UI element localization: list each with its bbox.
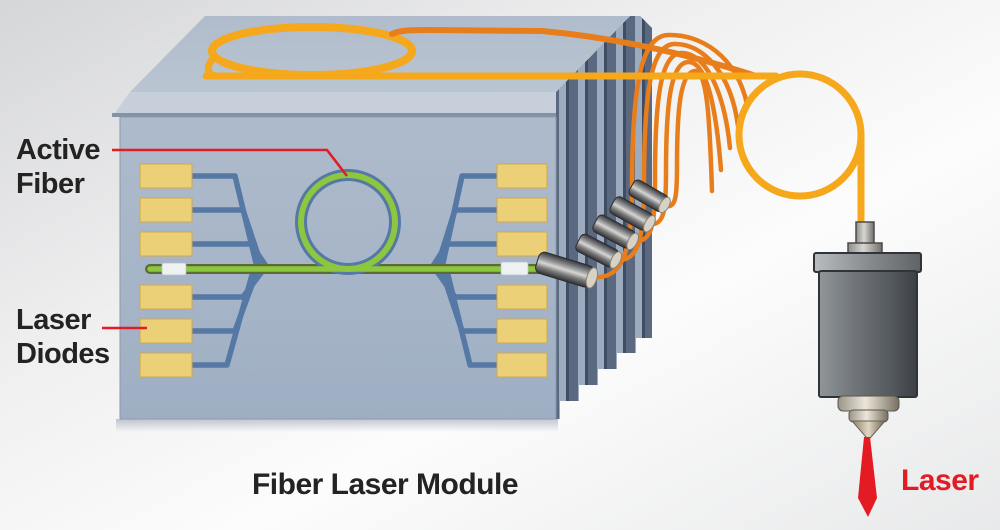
module-top-face	[130, 16, 630, 92]
laser-diode	[139, 284, 193, 310]
module-output-fiber	[389, 26, 756, 78]
pump-fiber-traces	[189, 173, 500, 368]
active-fiber-leader-line	[112, 148, 349, 177]
delivery-fiber	[202, 70, 865, 230]
active-fiber-label: Active Fiber	[16, 134, 101, 200]
fiber-connector	[609, 196, 656, 233]
laser-diode	[496, 284, 548, 310]
laser-head-fiber-port	[855, 221, 875, 246]
laser-diode	[496, 197, 548, 223]
callout-leader-lines	[102, 148, 349, 330]
fiber-connector	[628, 179, 671, 214]
laser-head-nozzle-step	[848, 409, 889, 423]
laser-diode	[139, 231, 193, 257]
laser-diode	[139, 352, 193, 378]
laser-diode	[496, 163, 548, 189]
fiber-connector	[575, 233, 623, 269]
module-shadow	[116, 419, 558, 432]
fiber-splice	[161, 262, 187, 276]
laser-head-flange	[813, 252, 922, 273]
module-lid	[112, 92, 556, 117]
laser-head	[813, 221, 922, 440]
laser-head-body	[818, 270, 918, 398]
fiber-connector	[535, 251, 599, 289]
fiber-splice	[500, 261, 529, 276]
diagram-caption: Fiber Laser Module	[251, 468, 519, 501]
laser-output-label: Laser	[901, 464, 979, 497]
laser-diode	[139, 163, 193, 189]
laser-diode	[139, 197, 193, 223]
laser-diode	[496, 318, 548, 344]
laser-beam	[858, 437, 877, 517]
laser-diodes-label: Laser Diodes	[16, 304, 110, 370]
pump-fiber-trace	[189, 272, 255, 368]
pump-fiber-trace	[445, 272, 500, 368]
laser-diode	[496, 231, 548, 257]
module-output-fiber	[613, 41, 741, 263]
fiber-connector	[592, 214, 639, 251]
module-output-fiber	[663, 68, 715, 209]
pump-fiber-trace	[430, 241, 500, 269]
active-fiber	[145, 169, 551, 276]
module-output-fiber	[590, 32, 750, 280]
laser-diode	[496, 352, 548, 378]
fiber-connectors	[535, 179, 671, 289]
laser-head-nozzle-step	[837, 395, 900, 412]
laser-diode-array	[139, 163, 548, 378]
pump-fiber-trace	[189, 241, 269, 269]
laser-diode	[139, 318, 193, 344]
